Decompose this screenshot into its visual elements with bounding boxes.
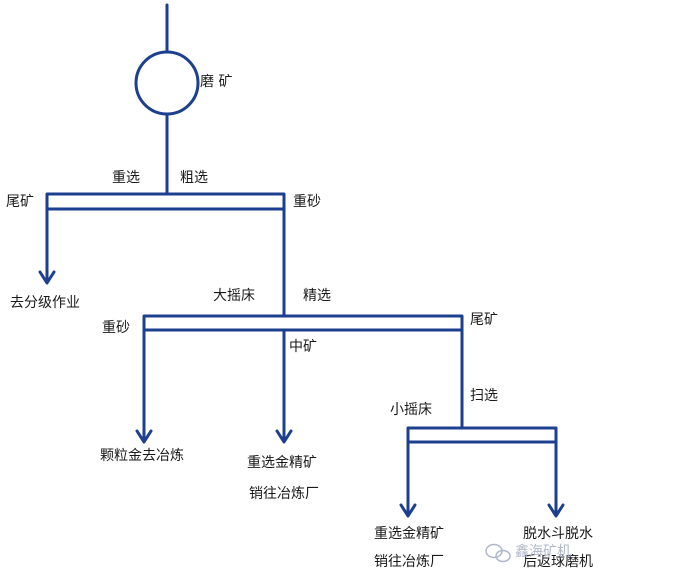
- stage1-left-destination: 去分级作业: [10, 295, 80, 311]
- stage1-separator-bar: [45, 192, 286, 211]
- stage3-right-arrow: [547, 503, 565, 518]
- stage1-right-output-label: 重砂: [293, 194, 321, 210]
- stage2-right-output-label: 尾矿: [470, 312, 498, 328]
- stage2-heavy-arrow: [135, 429, 153, 444]
- mill-label: 磨 矿: [200, 74, 232, 90]
- stage2-middlings-arrow: [275, 429, 293, 444]
- stage2-stage-label: 精选: [303, 288, 331, 304]
- stage3-right-destination-line1: 脱水斗脱水: [523, 526, 593, 542]
- stage3-stage-label: 扫选: [470, 388, 498, 404]
- stage3-equipment-label: 小摇床: [390, 402, 432, 418]
- ball-mill-circle: [134, 50, 200, 116]
- stage1-left-output-label: 尾矿: [6, 194, 34, 210]
- wechat-icon: [485, 543, 511, 563]
- watermark-text: 鑫海矿机: [515, 543, 571, 560]
- stage2-left-destination: 颗粒金去冶炼: [100, 448, 184, 464]
- stage3-separator-bar: [406, 426, 558, 444]
- stage1-method-label: 重选: [112, 170, 140, 186]
- stage2-middle-destination-line1: 重选金精矿: [247, 455, 317, 471]
- stage2-middle-destination-line2: 销往冶炼厂: [249, 486, 319, 502]
- stage2-left-output-label: 重砂: [102, 320, 130, 336]
- stage1-stage-label: 粗选: [180, 170, 208, 186]
- stage2-middle-output-label: 中矿: [289, 339, 317, 355]
- stage3-right-destination-line2: 后返球磨机: [523, 554, 593, 570]
- stage2-separator-bar: [142, 314, 464, 332]
- stage1-tailings-arrow: [38, 270, 56, 285]
- stage3-left-arrow: [399, 503, 417, 518]
- stage3-left-destination-line2: 销往冶炼厂: [374, 554, 444, 570]
- stage3-left-destination-line1: 重选金精矿: [374, 526, 444, 542]
- stage2-equipment-label: 大摇床: [213, 288, 255, 304]
